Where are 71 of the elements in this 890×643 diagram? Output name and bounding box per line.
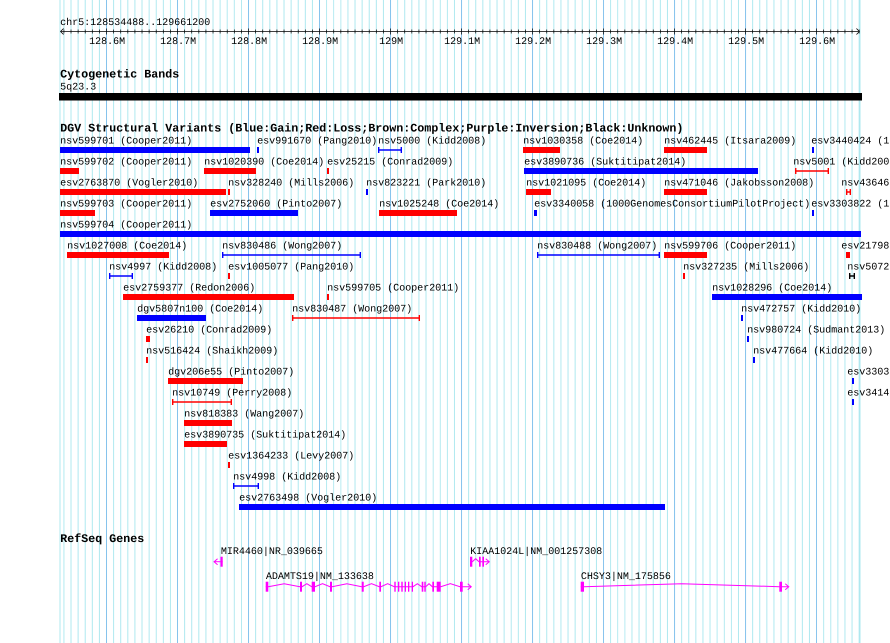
band-label: 5q23.3 <box>60 82 96 92</box>
variant-label: nsv1030358 (Coe2014) <box>524 136 642 146</box>
variant-label: esv1364233 (Levy2007) <box>228 451 353 461</box>
tick-label: 128.9M <box>302 37 338 44</box>
variant-label: nsv477664 (Kidd2010) <box>754 346 872 356</box>
variant-label: nsv516424 (Shaikh2009) <box>147 346 277 356</box>
variant-label: esv3414 <box>848 388 889 396</box>
variant-label: nsv4997 (Kidd2008) <box>110 262 216 272</box>
variant-label: esv25215 (Conrad2009) <box>328 157 452 167</box>
variant-label: esv21798 <box>842 242 889 249</box>
tick-label: 129.1M <box>444 37 480 44</box>
tick-label: 128.8M <box>232 37 266 44</box>
variant-label: esv2763498 (Vogler2010) <box>240 493 376 503</box>
tick-label: 129.2M <box>516 37 550 44</box>
gene-label: MIR4460|NR_039665 <box>222 546 322 556</box>
variant-label: nsv599704 (Cooper2011) <box>61 220 191 230</box>
tick-label: 129.6M <box>800 37 834 44</box>
variant-label: nsv980724 (Sudmant2013) <box>748 325 884 335</box>
track-title: Cytogenetic Bands <box>60 69 179 80</box>
variant-label: esv991670 (Pang2010) <box>258 136 376 146</box>
variant-label: nsv462445 (Itsara2009) <box>665 136 795 146</box>
track-title: DGV Structural Variants (Blue:Gain;Red:Loss;Brown:Complex;Purple:Inversion;Black:Unknown) <box>60 123 682 134</box>
variant-label: nsv328240 (Mills2006) <box>229 178 353 188</box>
tick-label: 129.4M <box>658 37 692 44</box>
variant-label: nsv5001 (Kidd200 <box>794 157 889 167</box>
variant-label: esv3890736 (Suktitipat2014) <box>524 157 685 167</box>
variant-label: dgv206e55 (Pinto2007) <box>168 367 293 377</box>
variant-label: nsv5072 <box>848 262 889 270</box>
variant-label: nsv823221 (Park2010) <box>367 178 485 188</box>
tick-label: 128.6M <box>90 37 124 44</box>
variant-label: esv1005077 (Pang2010) <box>228 262 353 272</box>
variant-label: nsv471046 (Jakobsson2008) <box>665 178 813 188</box>
region-label: chr5:128534488..129661200 <box>60 18 210 26</box>
variant-label: nsv599705 (Cooper2011) <box>328 283 458 293</box>
variant-label: nsv830487 (Wong2007) <box>293 304 411 314</box>
gene-label: CHSY3|NM_175856 <box>581 572 670 582</box>
variant-label: nsv1020390 (Coe2014) <box>205 157 323 167</box>
variant-label: nsv327235 (Mills2006) <box>684 262 808 272</box>
variant-label: esv3440424 (1 <box>812 136 889 146</box>
variant-label: nsv599706 (Cooper2011) <box>665 241 795 251</box>
gene-label: KIAA1024L|NM_001257308 <box>471 546 602 556</box>
tick-label: 129.3M <box>586 37 622 44</box>
gene-label: ADAMTS19|NM_133638 <box>266 572 374 582</box>
variant-label: nsv818383 (Wang2007) <box>185 409 303 419</box>
variant-label: nsv10749 (Perry2008) <box>173 388 291 398</box>
variant-label: esv3303822 (1 <box>812 199 889 209</box>
tick-label: 128.7M <box>160 37 196 44</box>
variant-label: dgv5807n100 (Coe2014) <box>138 304 262 314</box>
variant-label: nsv830488 (Wong2007) <box>538 241 656 251</box>
variant-label: esv3890735 (Suktitipat2014) <box>184 430 345 440</box>
variant-label: esv2752060 (Pinto2007) <box>210 199 341 209</box>
variant-label: nsv1025248 (Coe2014) <box>380 199 498 209</box>
variant-label: nsv1021095 (Coe2014) <box>527 178 645 188</box>
variant-label: nsv830486 (Wong2007) <box>223 241 341 251</box>
variant-label: nsv43646 <box>842 178 889 186</box>
variant-label: nsv599701 (Cooper2011) <box>61 136 191 146</box>
tick-label: 129.5M <box>728 37 764 44</box>
variant-label: esv3340058 (1000GenomesConsortiumPilotProject) <box>534 199 809 209</box>
variant-label: nsv1027008 (Coe2014) <box>68 241 186 251</box>
variant-label: nsv599703 (Cooper2011) <box>61 199 191 209</box>
variant-label: esv2763870 (Vogler2010) <box>60 178 197 188</box>
variant-label: esv26210 (Conrad2009) <box>146 325 271 335</box>
variant-label: nsv1028296 (Coe2014) <box>713 283 831 293</box>
variant-label: esv2759377 (Redon2006) <box>124 283 254 293</box>
track-title: RefSeq Genes <box>61 533 144 544</box>
tick-label: 129M <box>380 37 402 44</box>
variant-label: nsv5000 (Kidd2008) <box>379 136 485 146</box>
variant-label: esv3303 <box>848 368 889 375</box>
variant-label: nsv472757 (Kidd2010) <box>742 304 860 314</box>
variant-label: nsv599702 (Cooper2011) <box>61 157 191 167</box>
variant-label: nsv4998 (Kidd2008) <box>234 472 340 482</box>
